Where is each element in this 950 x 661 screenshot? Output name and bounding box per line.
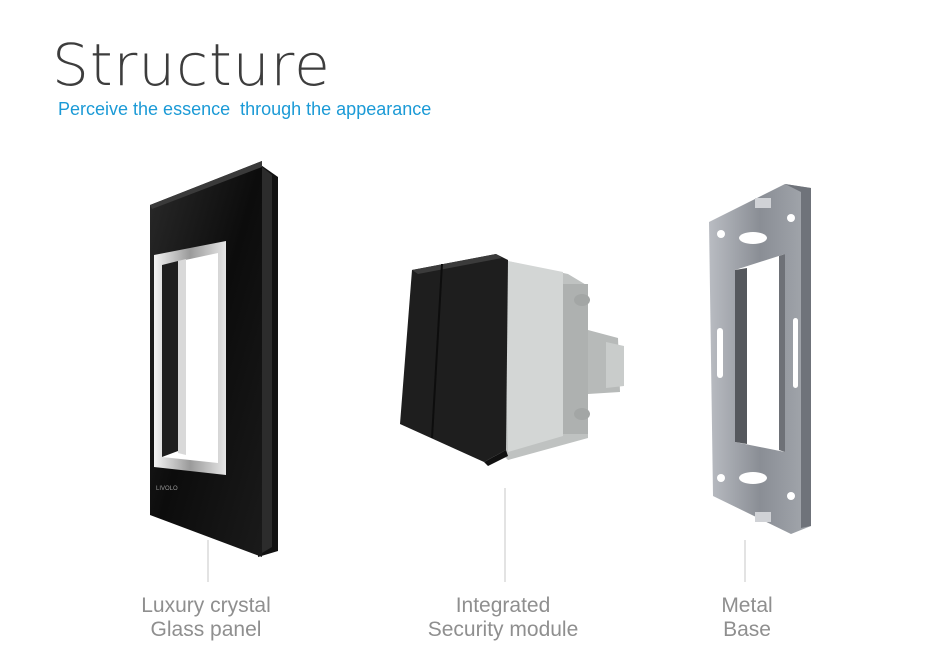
caption-line: Security module <box>427 618 579 641</box>
metal-base-caption: Metal Base <box>637 594 857 642</box>
security-module-image <box>400 254 624 466</box>
security-module-caption: Integrated Security module <box>393 594 613 642</box>
metal-base-image <box>709 184 811 534</box>
glass-panel-image: LIVOLO <box>150 161 278 557</box>
page-title: Structure <box>52 31 331 99</box>
caption-line: Base <box>723 618 771 641</box>
caption-line: Metal <box>721 594 773 617</box>
svg-text:LIVOLO: LIVOLO <box>156 486 178 492</box>
metal-base-connector <box>744 540 746 582</box>
caption-line: Glass panel <box>150 618 262 641</box>
caption-line: Luxury crystal <box>141 594 271 617</box>
glass-panel-connector <box>207 540 209 582</box>
glass-panel-caption: Luxury crystal Glass panel <box>96 594 316 642</box>
security-module-connector <box>504 488 506 582</box>
caption-line: Integrated <box>455 594 551 617</box>
page-subtitle: Perceive the essence through the appeara… <box>58 99 432 119</box>
